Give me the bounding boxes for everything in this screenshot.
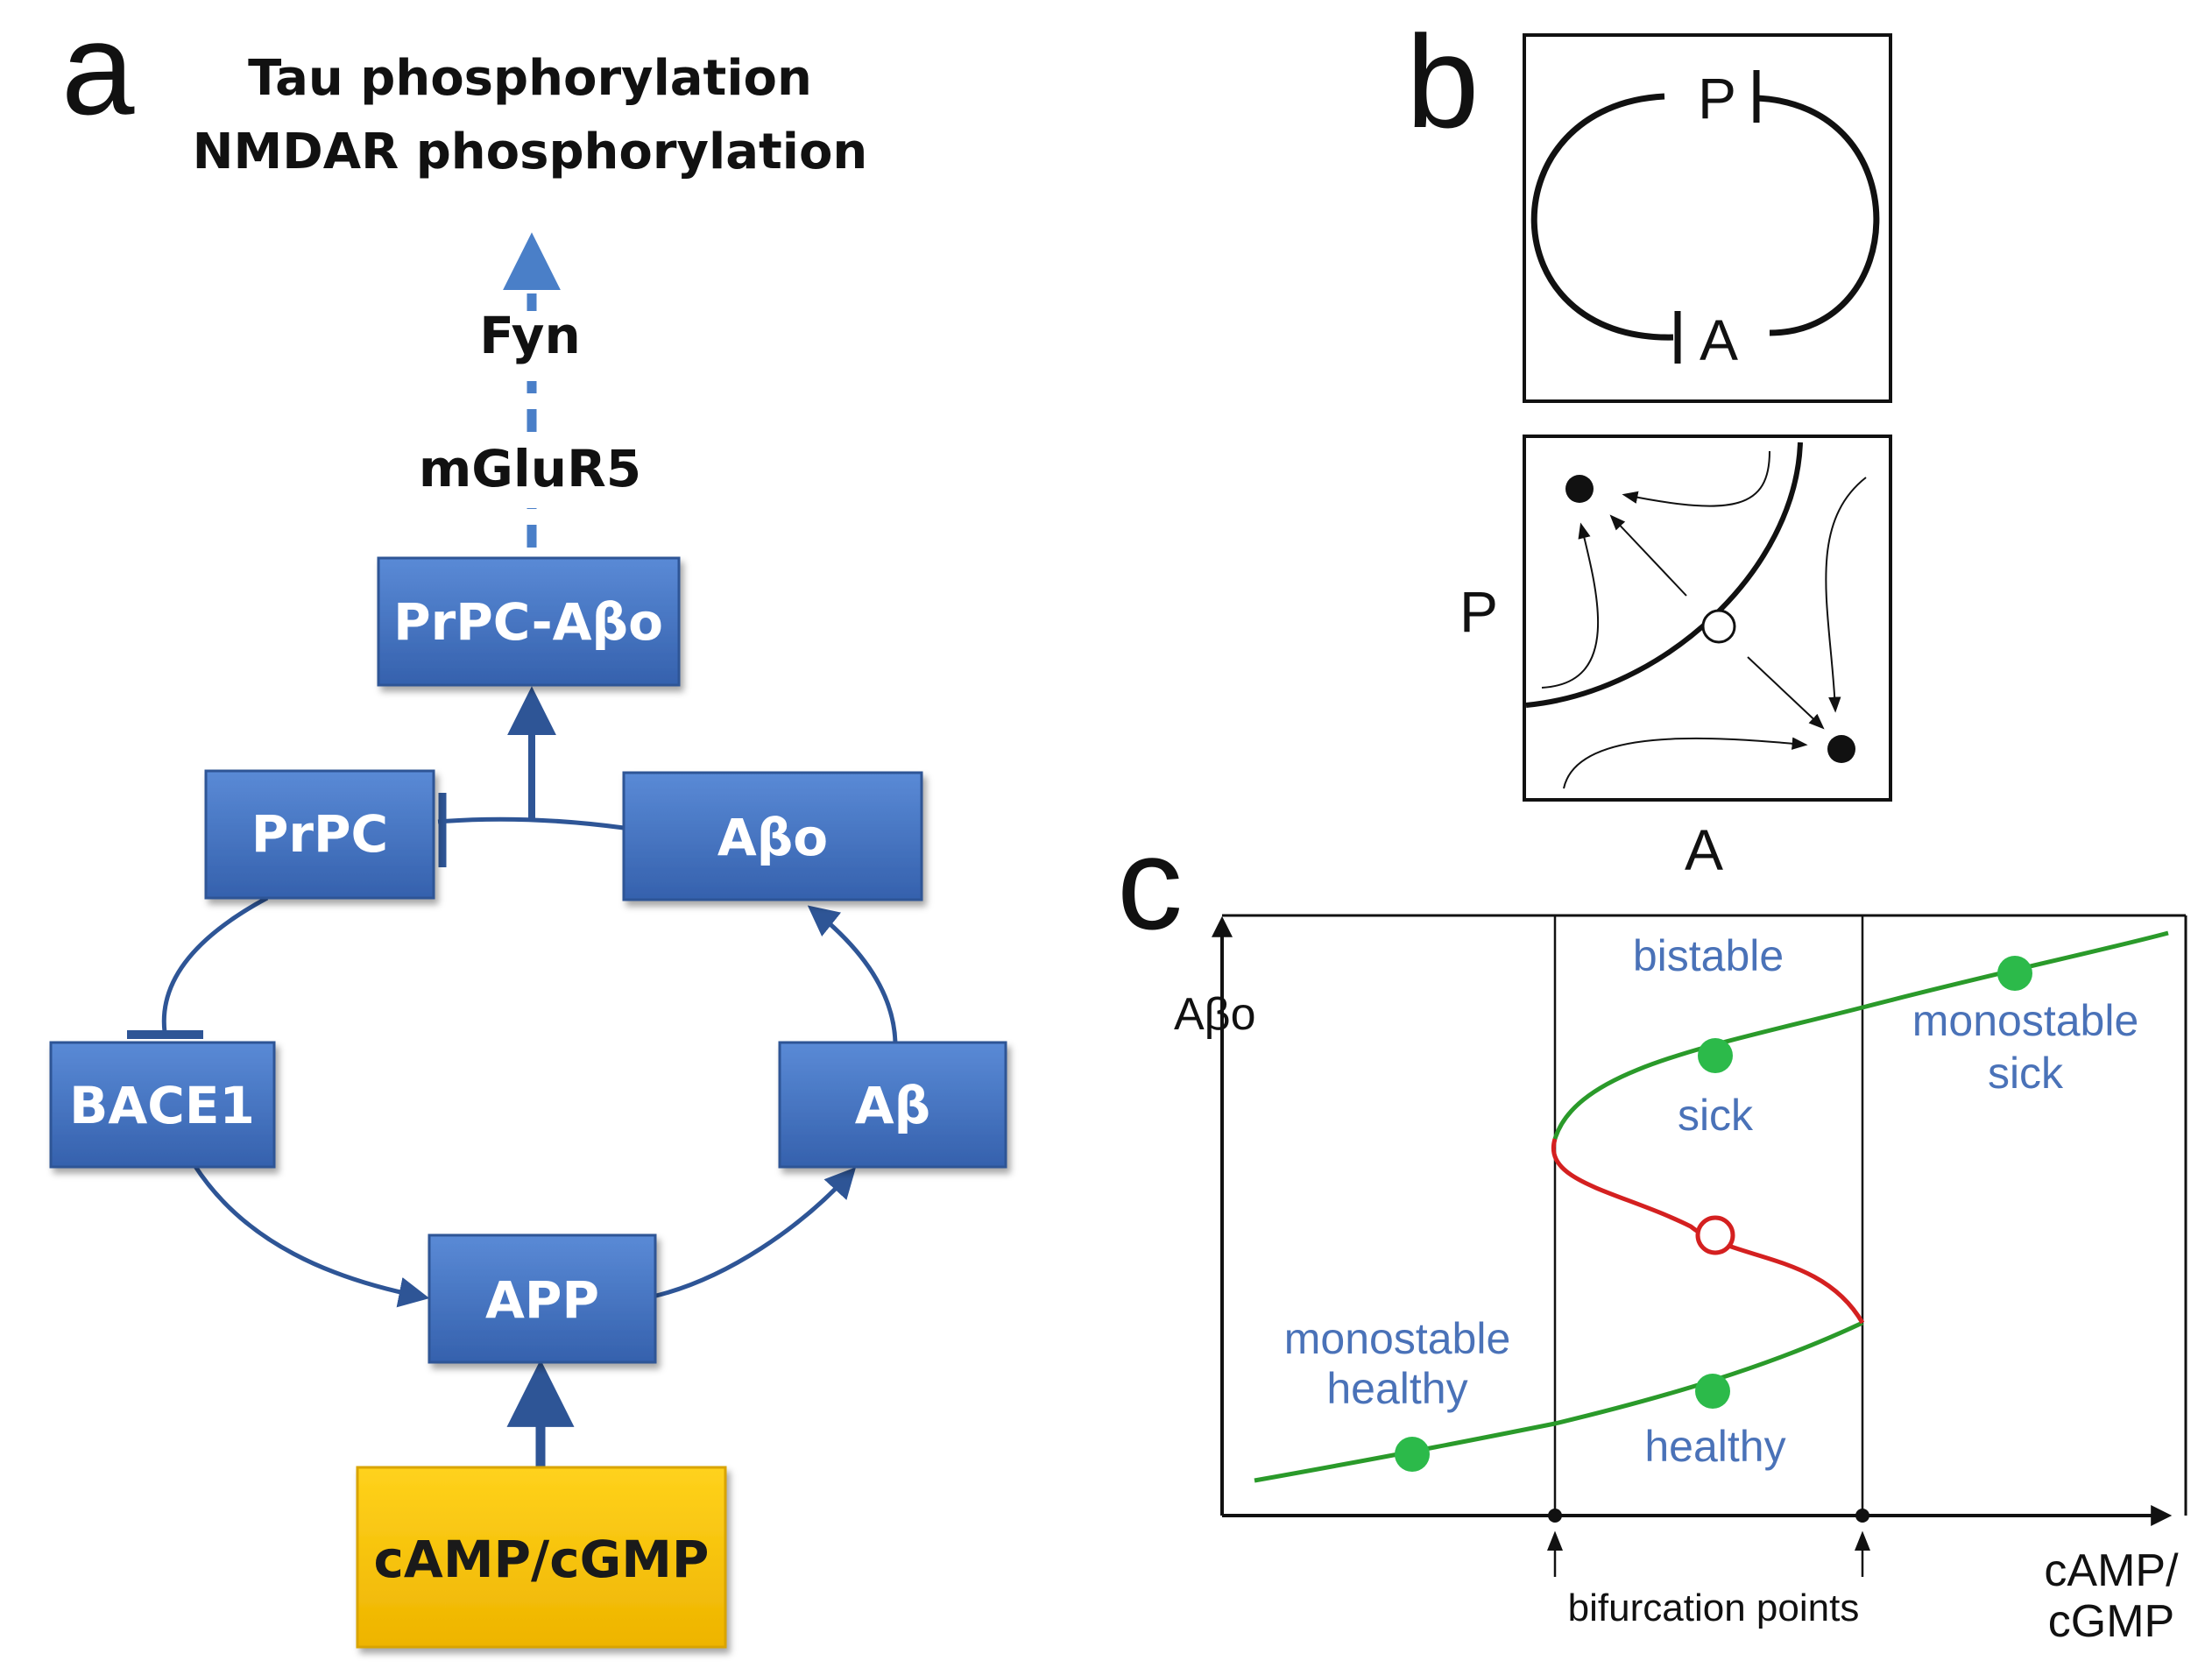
loop-right-arc <box>1756 95 1880 336</box>
panel-b-letter: b <box>1406 8 1479 155</box>
bifurcation-point-left <box>1548 1509 1562 1523</box>
monostable-sick-state <box>1997 956 2032 991</box>
ab-to-abo-arrow <box>807 905 898 1043</box>
app-label: APP <box>485 1270 599 1330</box>
prpc-box <box>204 769 435 900</box>
panel-a-letter: a <box>61 0 135 142</box>
bistable-healthy-state <box>1695 1374 1730 1409</box>
flow-saddle-to-top <box>1609 514 1687 597</box>
saddle-point <box>1701 609 1736 644</box>
panel-c: c Aβo cAMP/ cGMP bistable sick healthy m… <box>1117 809 2187 1647</box>
prpc-to-bace1-line <box>161 895 269 1033</box>
monostable-healthy-label-line1: monostable <box>1284 1314 1511 1363</box>
flow-bottom <box>1563 737 1808 789</box>
fyn-label-bg <box>456 311 604 381</box>
upper-stable-branch <box>1552 930 2169 1140</box>
flow-saddle-to-bottom <box>1747 656 1825 730</box>
monostable-healthy-state <box>1395 1437 1430 1472</box>
monostable-healthy-label-line2: healthy <box>1326 1364 1467 1413</box>
ab-label: Aβ <box>855 1076 930 1135</box>
abo-box <box>622 771 923 901</box>
tau-phosphorylation-label: Tau phosphorylation <box>248 50 812 107</box>
sick-label: sick <box>1678 1091 1754 1140</box>
stable-node-high-p <box>1565 475 1594 503</box>
nmdar-phosphorylation-label: NMDAR phosphorylation <box>193 124 868 180</box>
lower-stable-branch <box>1254 1320 1864 1483</box>
phase-y-axis-label: P <box>1459 579 1498 644</box>
flow-right <box>1825 477 1867 713</box>
mglur5-label: mGluR5 <box>419 439 641 498</box>
x-axis-label-line2: cGMP <box>2048 1596 2174 1647</box>
loop-p-label: P <box>1698 66 1736 131</box>
app-to-ab-arrow <box>652 1167 857 1299</box>
phase-x-axis-label: A <box>1685 817 1723 882</box>
healthy-label: healthy <box>1644 1422 1785 1471</box>
bace1-to-app-arrow <box>192 1163 430 1308</box>
monostable-sick-label-line1: monostable <box>1912 996 2139 1045</box>
monostable-sick-label-line2: sick <box>1988 1049 2064 1098</box>
bace1-box <box>49 1041 276 1169</box>
prpc-label: PrPC <box>251 804 388 864</box>
camp-cgmp-box <box>356 1466 727 1649</box>
prpc-abo-box <box>377 556 681 687</box>
abo-label: Aβo <box>717 808 828 867</box>
panel-b: b P A P A <box>1406 8 1892 882</box>
ab-box <box>778 1041 1007 1169</box>
flow-left <box>1541 522 1600 689</box>
prpc-abo-link <box>437 816 625 830</box>
loop-left-arc <box>1530 93 1674 341</box>
unstable-branch <box>1551 1138 1865 1325</box>
loop-box <box>1523 33 1892 403</box>
bistable-sick-state <box>1698 1038 1733 1073</box>
unstable-state <box>1695 1215 1735 1255</box>
y-axis-label: Aβo <box>1174 989 1256 1040</box>
stable-node-high-a <box>1827 735 1855 763</box>
bifurcation-point-right <box>1855 1509 1869 1523</box>
panel-a: a Tau phosphorylation NMDAR phosphorylat… <box>49 0 1007 1649</box>
x-axis-label-line1: cAMP/ <box>2044 1545 2179 1596</box>
panel-c-letter: c <box>1117 809 1183 957</box>
loop-a-label: A <box>1700 307 1738 372</box>
app-box <box>428 1233 657 1364</box>
flow-top-right <box>1622 450 1770 507</box>
fyn-label: Fyn <box>479 306 581 365</box>
bace1-label: BACE1 <box>69 1076 255 1135</box>
prpc-abo-label: PrPC-Aβo <box>393 592 663 652</box>
bifurcation-points-label: bifurcation points <box>1568 1587 1860 1629</box>
mglur5-label-bg <box>412 438 648 508</box>
camp-cgmp-label: cAMP/cGMP <box>374 1530 710 1589</box>
bistable-label: bistable <box>1633 931 1784 980</box>
